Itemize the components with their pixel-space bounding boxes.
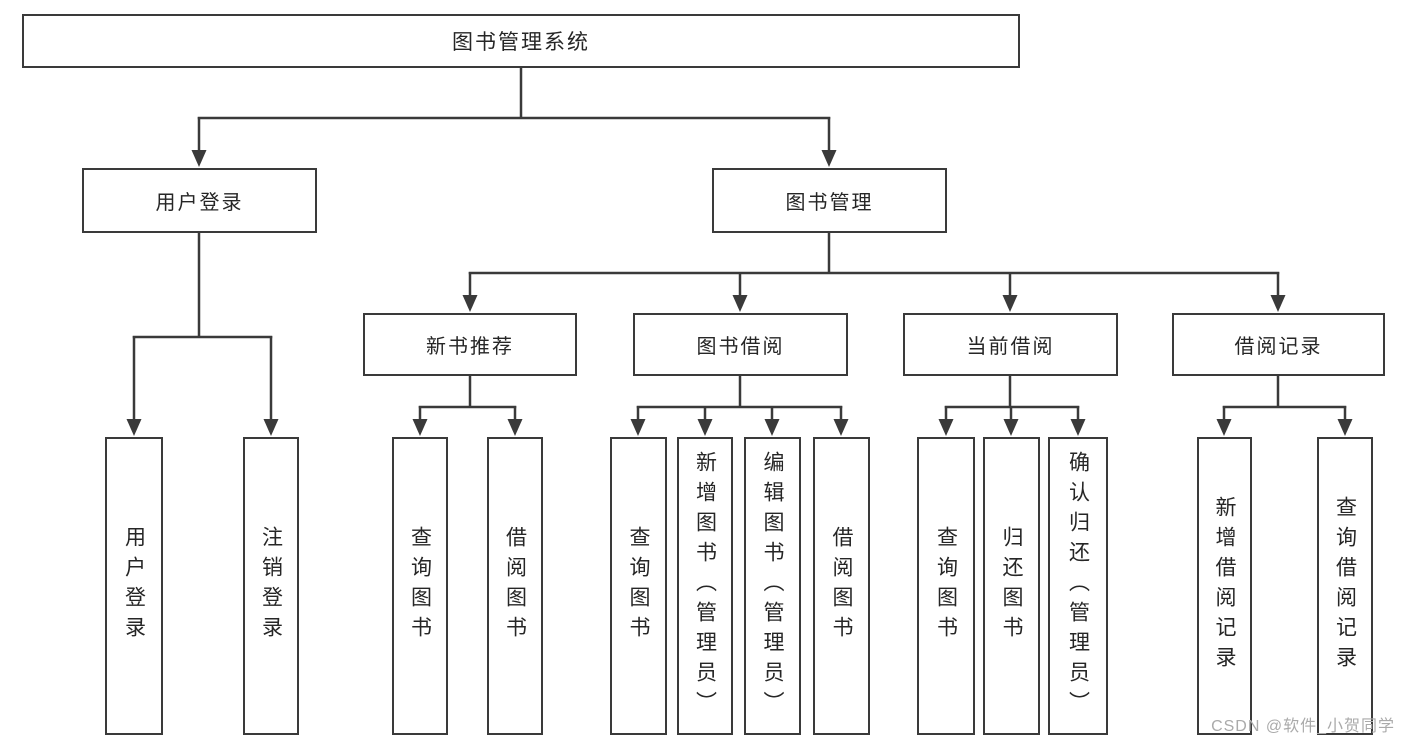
node-label: 图书管理 (785, 192, 874, 214)
node-book-borrow: 图书借阅 (633, 313, 848, 376)
node-book-management: 图书管理 (712, 168, 947, 233)
csdn-watermark: CSDN @软件_小贺同学 (1211, 718, 1395, 735)
node-logout: 注销登录 (243, 437, 299, 735)
node-label: 借阅图书 (830, 526, 853, 646)
node-label: 查询图书 (934, 526, 958, 646)
node-query-books-recommend: 查询图书 (392, 437, 448, 735)
node-label: 新增借阅记录 (1213, 496, 1236, 676)
node-label: 用户登录 (122, 526, 146, 646)
node-root: 图书管理系统 (22, 14, 1020, 68)
connector-book-borrow-branch (630, 376, 849, 436)
node-label: 借阅记录 (1234, 336, 1323, 358)
node-borrow-books-recommend: 借阅图书 (487, 437, 543, 735)
node-label: 图书借阅 (696, 336, 785, 358)
connector-user-login-branch (126, 233, 279, 436)
node-current-borrow: 当前借阅 (903, 313, 1118, 376)
node-add-borrow-record: 新增借阅记录 (1197, 437, 1252, 735)
node-label: 用户登录 (155, 192, 244, 214)
connector-current-borrow-branch (938, 376, 1086, 436)
node-query-books-borrow: 查询图书 (610, 437, 667, 735)
node-query-books-current: 查询图书 (917, 437, 975, 735)
node-label: 查询借阅记录 (1333, 496, 1357, 676)
node-label: 归还图书 (1000, 526, 1023, 646)
node-label: 查询图书 (627, 526, 650, 646)
connector-borrow-history-branch (1216, 376, 1353, 436)
node-query-borrow-record: 查询借阅记录 (1317, 437, 1373, 735)
node-label: 新书推荐 (426, 336, 514, 358)
node-borrow-books-leaf: 借阅图书 (813, 437, 870, 735)
node-confirm-return-admin: 确认归还（管理员） (1048, 437, 1108, 735)
node-label: 新增图书（管理员） (693, 451, 717, 721)
node-user-login: 用户登录 (82, 168, 317, 233)
node-label: 图书管理系统 (452, 31, 590, 54)
node-user-login-leaf: 用户登录 (105, 437, 163, 735)
connector-book-mgmt-branch (462, 233, 1286, 312)
connector-root-to-level2 (191, 68, 837, 167)
node-add-books-admin: 新增图书（管理员） (677, 437, 733, 735)
node-label: 借阅图书 (503, 526, 527, 646)
node-label: 当前借阅 (966, 336, 1055, 358)
node-return-books: 归还图书 (983, 437, 1040, 735)
node-edit-books-admin: 编辑图书（管理员） (744, 437, 801, 735)
node-label: 编辑图书（管理员） (761, 451, 784, 721)
connector-new-book-rec-branch (412, 376, 523, 436)
node-new-book-recommend: 新书推荐 (363, 313, 577, 376)
node-label: 查询图书 (408, 526, 432, 646)
node-borrow-records: 借阅记录 (1172, 313, 1385, 376)
node-label: 确认归还（管理员） (1066, 451, 1090, 721)
node-label: 注销登录 (259, 526, 283, 646)
